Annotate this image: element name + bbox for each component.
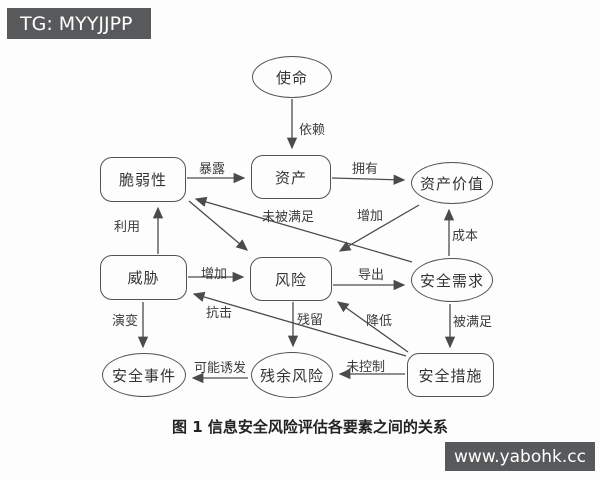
node-security-requirement-label: 安全需求 xyxy=(419,271,484,290)
edge-label-unmet: 未被满足 xyxy=(262,210,315,225)
node-residual-risk: 残余风险 xyxy=(251,352,333,398)
edge-label-increases-threat: 增加 xyxy=(201,267,228,282)
edge-label-derives: 导出 xyxy=(358,268,385,283)
node-risk: 风险 xyxy=(250,257,332,301)
edge-label-resists: 抗击 xyxy=(206,306,233,321)
edge-label-exposes: 暴露 xyxy=(199,162,226,177)
figure-caption: 图 1 信息安全风险评估各要素之间的关系 xyxy=(172,418,448,436)
node-residual-risk-label: 残余风险 xyxy=(259,366,324,385)
node-mission-label: 使命 xyxy=(275,68,308,87)
edge-label-exploits: 利用 xyxy=(114,220,141,235)
node-threat-label: 威胁 xyxy=(127,269,160,287)
node-security-requirement: 安全需求 xyxy=(411,258,493,302)
watermark-top-left: TG: MYYJJPP xyxy=(7,8,151,39)
node-risk-label: 风险 xyxy=(274,270,307,289)
node-security-measure: 安全措施 xyxy=(407,353,494,397)
edge-label-depends: 依赖 xyxy=(299,123,326,138)
node-vulnerability: 脆弱性 xyxy=(100,157,186,202)
node-security-incident: 安全事件 xyxy=(102,353,186,397)
edge-label-uncontrolled: 未控制 xyxy=(346,360,386,375)
edge-label-satisfied: 被满足 xyxy=(453,315,493,330)
node-asset: 资产 xyxy=(251,155,331,199)
node-mission: 使命 xyxy=(252,56,332,98)
edge-label-remains: 残留 xyxy=(297,313,324,328)
node-vulnerability-label: 脆弱性 xyxy=(118,171,167,189)
edge-label-may-induce: 可能诱发 xyxy=(194,361,247,376)
watermark-bottom-text: www.yabohk.cc xyxy=(454,446,586,467)
node-asset-value: 资产价值 xyxy=(411,162,493,204)
edge-label-owns: 拥有 xyxy=(352,162,379,177)
node-asset-value-label: 资产价值 xyxy=(419,174,484,193)
node-threat: 威胁 xyxy=(100,255,187,300)
watermark-top-text: TG: MYYJJPP xyxy=(20,12,133,35)
node-security-measure-label: 安全措施 xyxy=(418,366,483,385)
edge-label-evolves: 演变 xyxy=(112,314,139,329)
watermark-bottom-right: www.yabohk.cc xyxy=(445,442,595,471)
edge-label-increases-value: 增加 xyxy=(357,209,384,224)
node-asset-label: 资产 xyxy=(274,168,307,187)
edge-label-reduces: 降低 xyxy=(366,314,393,329)
node-security-incident-label: 安全事件 xyxy=(111,366,176,385)
edge-label-cost: 成本 xyxy=(452,229,479,244)
